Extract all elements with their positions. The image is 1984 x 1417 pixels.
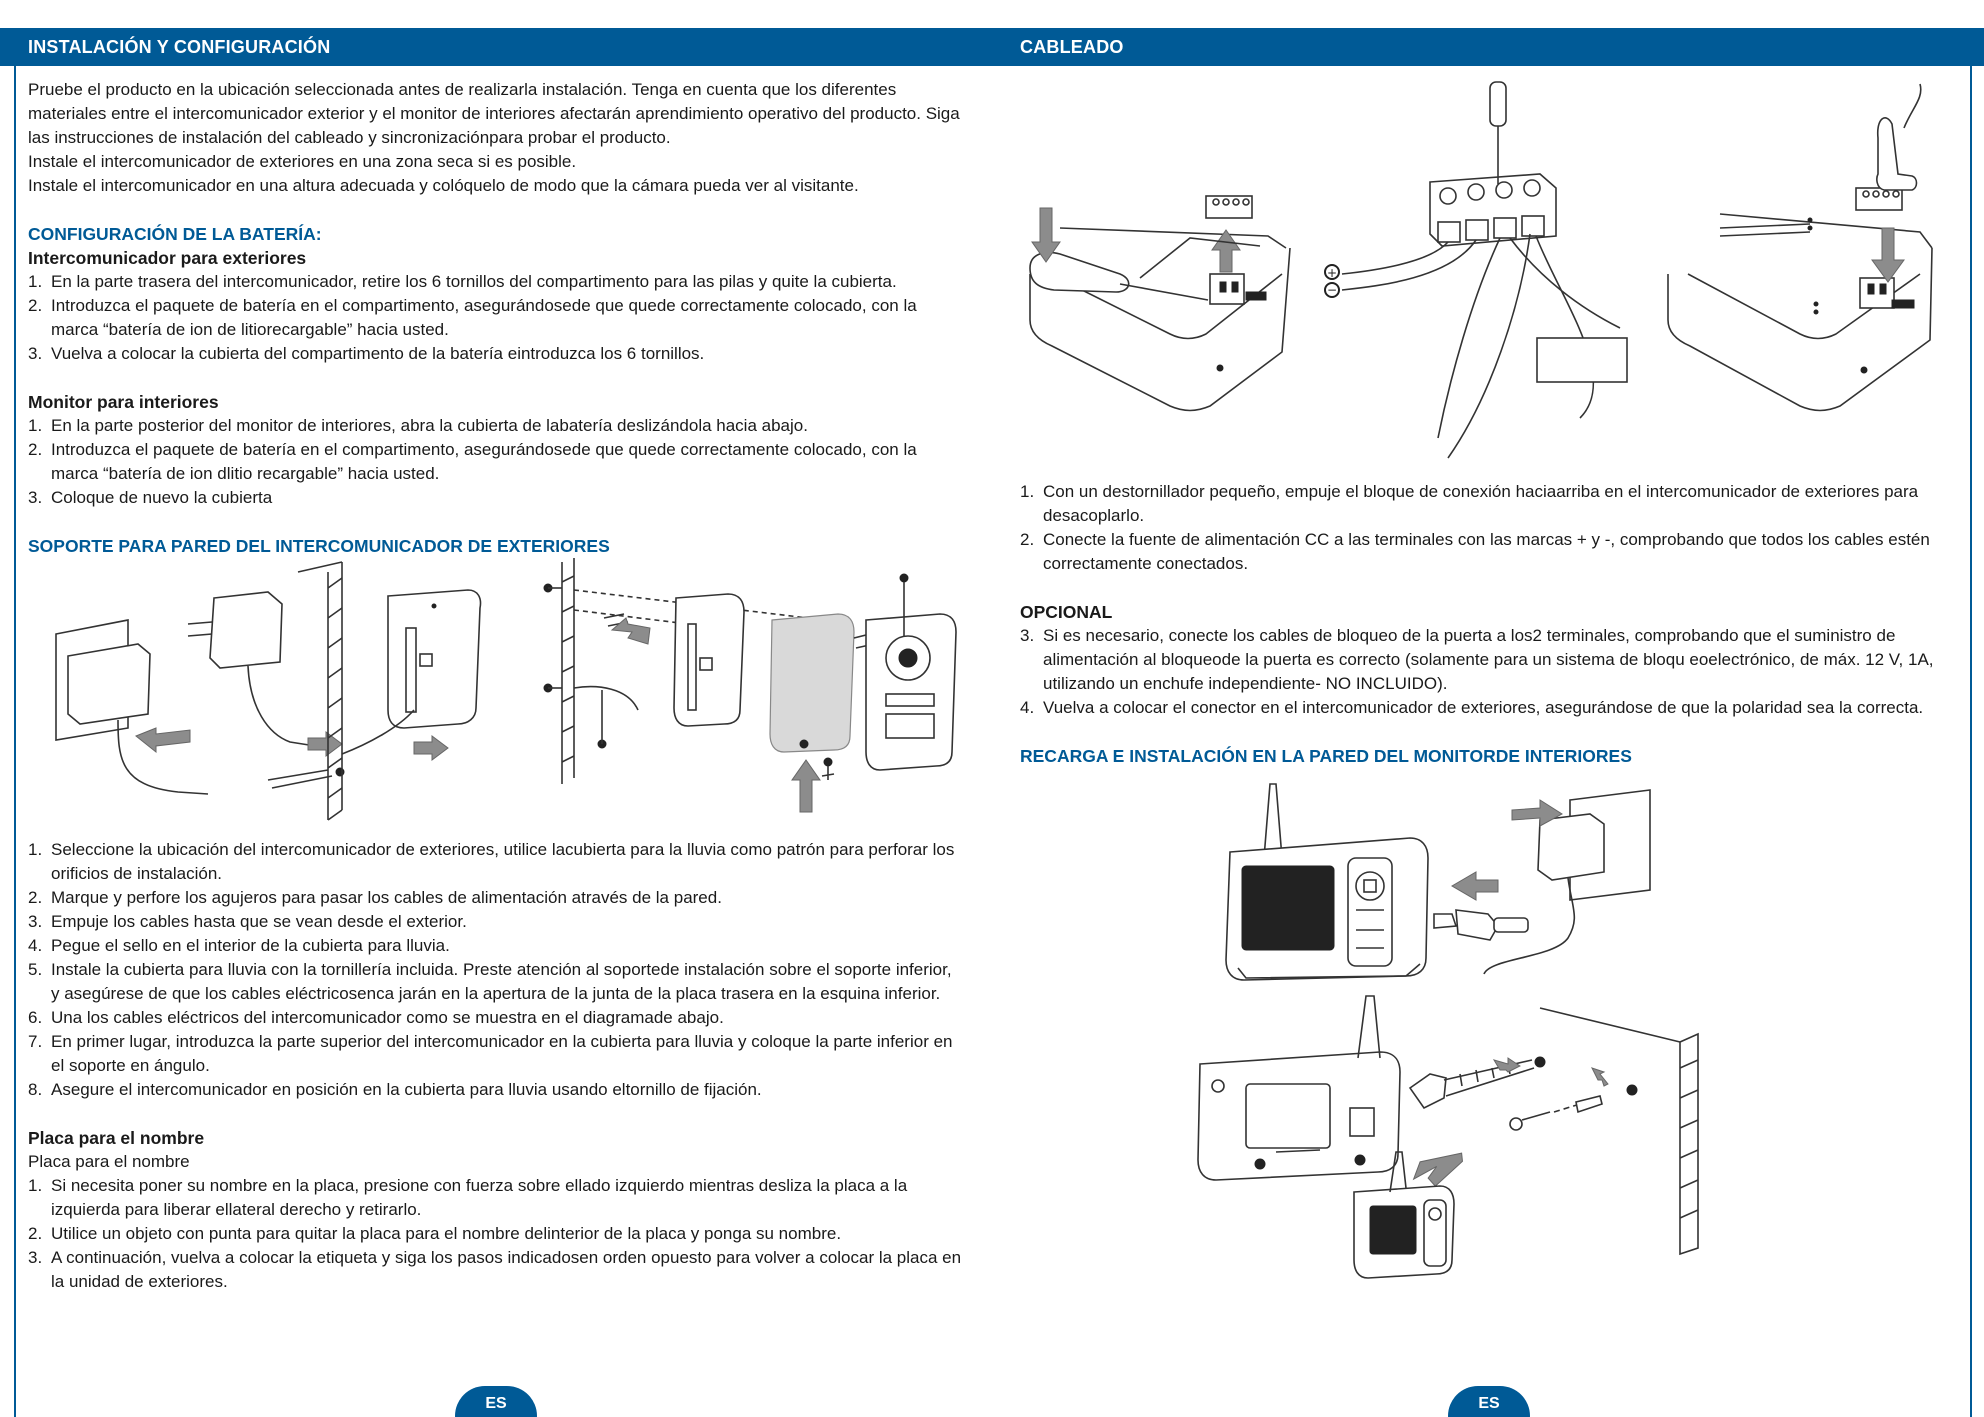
wiring-illustration: + − <box>1029 81 1933 459</box>
battery-heading: CONFIGURACIÓN DE LA BATERÍA: <box>28 224 322 244</box>
list-item: 3.Coloque de nuevo la cubierta <box>28 488 273 507</box>
wall-mount-illustration <box>55 558 957 821</box>
right-column: + − 1.Con un destornillador pequeño, emp… <box>1020 78 1955 1288</box>
list-item: 2.Introduzca el paquete de batería en el… <box>28 440 917 483</box>
intro-paragraph: Pruebe el producto en la ubicación selec… <box>28 80 960 147</box>
section-title-wiring: CABLEADO <box>1020 37 1124 57</box>
left-column: Pruebe el producto en la ubicación selec… <box>28 78 963 1294</box>
page-badge-right: ES <box>1448 1386 1530 1417</box>
list-item: 3.Empuje los cables hasta que se vean de… <box>28 912 467 931</box>
list-item: 3.Vuelva a colocar la cubierta del compa… <box>28 344 705 363</box>
page-badge-left: ES <box>455 1386 537 1417</box>
svg-text:+: + <box>1327 266 1337 280</box>
nameplate-subheading: Placa para el nombre <box>28 1152 190 1171</box>
outdoor-steps: 1.En la parte trasera del intercomunicad… <box>28 270 963 366</box>
wall-mount-heading: SOPORTE PARA PARED DEL INTERCOMUNICADOR … <box>28 536 610 556</box>
list-item: 1.En la parte trasera del intercomunicad… <box>28 272 897 291</box>
list-item: 2.Introduzca el paquete de batería en el… <box>28 296 917 339</box>
right-frame-line <box>1970 66 1972 1417</box>
list-item: 6.Una los cables eléctricos del intercom… <box>28 1008 724 1027</box>
list-item: 1.Seleccione la ubicación del intercomun… <box>28 840 955 883</box>
intro-height: Instale el intercomunicador en una altur… <box>28 176 859 195</box>
list-item: 1.Con un destornillador pequeño, empuje … <box>1020 482 1919 525</box>
list-item: 3.A continuación, vuelva a colocar la et… <box>28 1248 962 1291</box>
list-item: 8.Asegure el intercomunicador en posició… <box>28 1080 762 1099</box>
list-item: 3.Si es necesario, conecte los cables de… <box>1020 626 1934 693</box>
recharge-heading: RECARGA E INSTALACIÓN EN LA PARED DEL MO… <box>1020 746 1632 766</box>
wall-mount-steps: 1.Seleccione la ubicación del intercomun… <box>28 838 963 1102</box>
outdoor-heading: Intercomunicador para exteriores <box>28 248 307 268</box>
recharge-illustration <box>1197 783 1699 1279</box>
wiring-steps: 1.Con un destornillador pequeño, empuje … <box>1020 480 1955 576</box>
optional-heading: OPCIONAL <box>1020 602 1113 622</box>
list-item: 4.Pegue el sello en el interior de la cu… <box>28 936 450 955</box>
optional-steps: 3.Si es necesario, conecte los cables de… <box>1020 624 1955 720</box>
section-title-installation: INSTALACIÓN Y CONFIGURACIÓN <box>28 37 331 57</box>
intro-dry-zone: Instale el intercomunicador de exteriore… <box>28 152 577 171</box>
list-item: 2.Utilice un objeto con punta para quita… <box>28 1224 842 1243</box>
list-item: 7.En primer lugar, introduzca la parte s… <box>28 1032 953 1075</box>
nameplate-heading: Placa para el nombre <box>28 1128 205 1148</box>
list-item: 1.En la parte posterior del monitor de i… <box>28 416 808 435</box>
header-band: INSTALACIÓN Y CONFIGURACIÓN CABLEADO <box>0 28 1984 66</box>
left-frame-line <box>14 66 16 1417</box>
indoor-steps: 1.En la parte posterior del monitor de i… <box>28 414 963 510</box>
nameplate-steps: 1.Si necesita poner su nombre en la plac… <box>28 1174 963 1294</box>
indoor-heading: Monitor para interiores <box>28 392 219 412</box>
svg-text:−: − <box>1327 283 1337 297</box>
list-item: 1.Si necesita poner su nombre en la plac… <box>28 1176 908 1219</box>
list-item: 2.Marque y perfore los agujeros para pas… <box>28 888 722 907</box>
list-item: 5.Instale la cubierta para lluvia con la… <box>28 960 952 1003</box>
list-item: 4. Vuelva a colocar el conector en el in… <box>1020 698 1924 717</box>
list-item: 2.Conecte la fuente de alimentación CC a… <box>1020 530 1930 573</box>
